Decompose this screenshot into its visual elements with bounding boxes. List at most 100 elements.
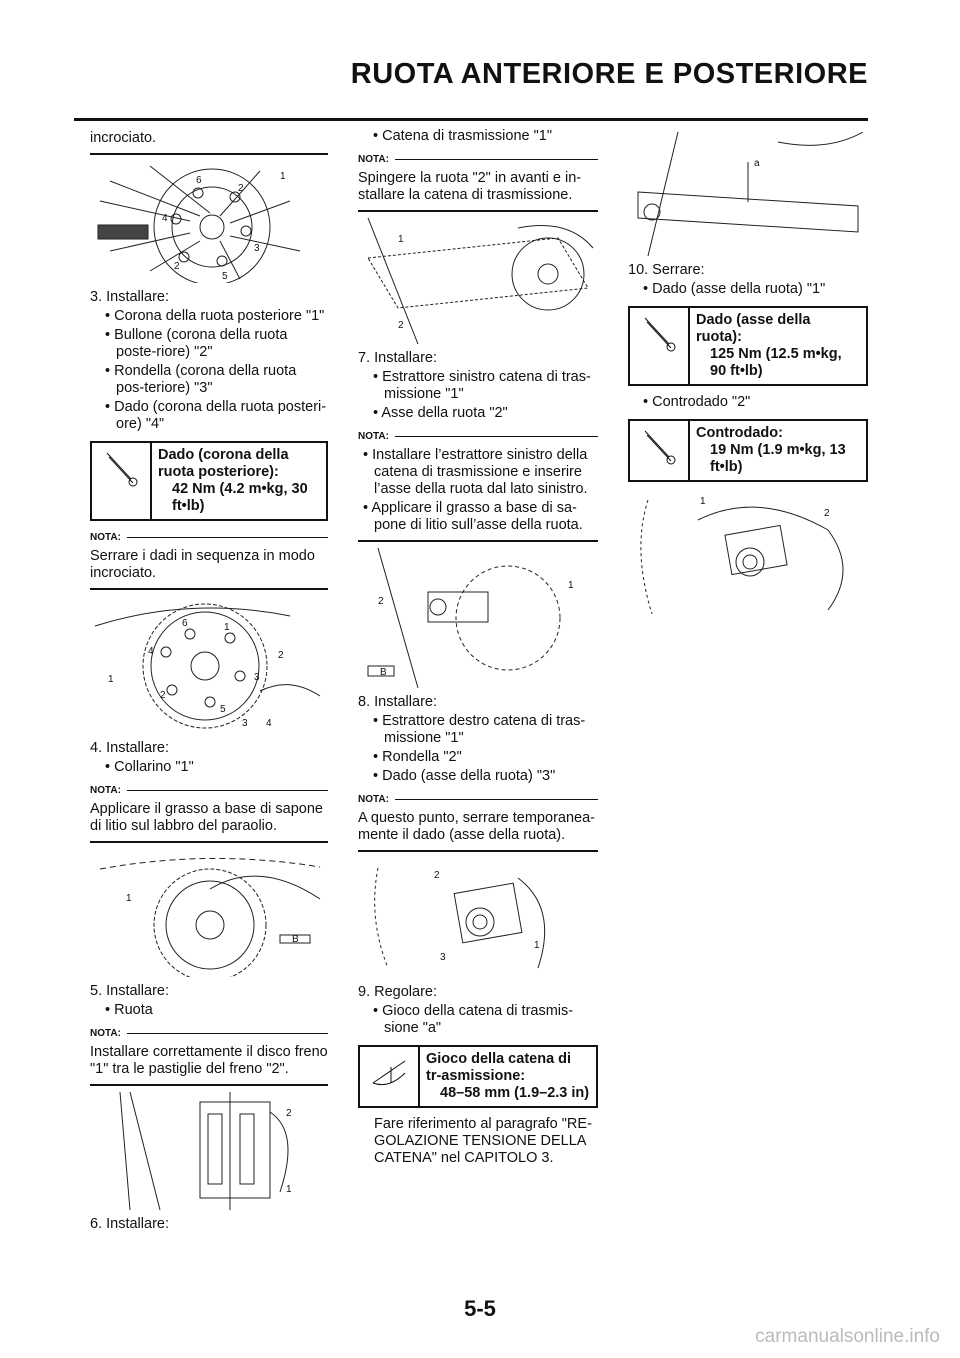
callout-1: 1	[224, 622, 230, 633]
callout-6: 6	[196, 175, 202, 186]
callout-4b: 4	[266, 718, 272, 729]
torque-spec-box: Dado (corona della ruota posteriore): 42…	[90, 441, 328, 521]
nota-label: NOTA:	[90, 532, 121, 543]
callout-3: 3	[440, 952, 446, 963]
nota-label: NOTA:	[90, 785, 121, 796]
spec-value: 48–58 mm (1.9–2.3 in)	[440, 1085, 590, 1101]
step-7-item-2: Asse della ruota "2"	[368, 405, 598, 422]
callout-b: B	[292, 934, 299, 945]
callout-b: B	[380, 667, 387, 678]
step-9-title: 9. Regolare:	[358, 984, 437, 1000]
callout-2: 2	[378, 596, 384, 607]
reference-text: Fare riferimento al paragrafo "RE-GOLAZI…	[374, 1116, 592, 1166]
title-rule	[74, 118, 868, 121]
nota-text: Serrare i dadi in sequenza in modo incro…	[90, 548, 315, 581]
step-3-item-1: Corona della ruota posteriore "1"	[100, 308, 328, 325]
callout-4: 4	[162, 213, 168, 224]
torque-label: Dado (corona della ruota posteriore):	[158, 447, 289, 480]
callout-4: 4	[148, 646, 154, 657]
step-4-title: 4. Installare:	[90, 740, 169, 756]
step-6-item-1: Catena di trasmissione "1"	[368, 128, 598, 145]
step-10-item-1: Dado (asse della ruota) "1"	[638, 281, 868, 298]
step-10-title: 10. Serrare:	[628, 262, 705, 278]
nota-text: Spingere la ruota "2" in avanti e in-sta…	[358, 170, 582, 203]
callout-3b: 3	[242, 718, 248, 729]
nota-text: A questo punto, serrare temporanea-mente…	[358, 810, 595, 843]
callout-5: 5	[220, 704, 226, 715]
callout-a: a	[754, 158, 760, 169]
column-1: incrociato. 6 2 1 4 3 2 5	[90, 126, 328, 1235]
step-3-item-3: Rondella (corona della ruota pos-teriore…	[100, 363, 328, 397]
torque-wrench-icon	[92, 443, 152, 519]
callout-3: 3	[254, 243, 260, 254]
step-4-item-1: Collarino "1"	[100, 759, 328, 776]
torque-value: 42 Nm (4.2 m•kg, 30 ft•lb)	[172, 481, 308, 514]
callout-1: 1	[700, 496, 706, 507]
figure-axle-right: 2 3 1	[358, 858, 598, 978]
torque-label: Dado (asse della ruota):	[696, 312, 811, 345]
step-3-item-4: Dado (corona della ruota posteri-ore) "4…	[100, 399, 328, 433]
figure-chain-slack: a	[628, 132, 868, 256]
nota-label: NOTA:	[358, 431, 389, 442]
watermark: carmanualsonline.info	[755, 1326, 940, 1347]
callout-1: 1	[398, 234, 404, 245]
chain-slack-icon	[360, 1047, 420, 1106]
callout-1: 1	[280, 171, 286, 182]
torque-label: Controdado:	[696, 425, 783, 441]
step-7-title: 7. Installare:	[358, 350, 437, 366]
step-5-title: 5. Installare:	[90, 983, 169, 999]
callout-1: 1	[534, 940, 540, 951]
callout-2: 2	[824, 508, 830, 519]
figure-axle-left: 2 1 B	[358, 548, 598, 688]
step-7-item-1: Estrattore sinistro catena di tras-missi…	[368, 369, 598, 403]
torque-value: 125 Nm (12.5 m•kg, 90 ft•lb)	[710, 346, 842, 379]
callout-1b: 1	[108, 674, 114, 685]
spec-label: Gioco della catena di tr-asmissione:	[426, 1051, 572, 1084]
step-10-item-2: Controdado "2"	[638, 394, 868, 411]
torque-wrench-icon	[630, 308, 690, 384]
column-3: a 10. Serrare: Dado (asse della ruota) "…	[628, 126, 868, 626]
step-6-title: 6. Installare:	[90, 1216, 169, 1232]
torque-spec-box: Controdado: 19 Nm (1.9 m•kg, 13 ft•lb)	[628, 419, 868, 482]
divider	[90, 153, 328, 155]
nota-label: NOTA:	[358, 794, 389, 805]
figure-brake-caliper: 2 1	[90, 1092, 328, 1210]
nota-label: NOTA:	[358, 154, 389, 165]
torque-wrench-icon	[630, 421, 690, 480]
callout-1: 1	[126, 893, 132, 904]
step-8-item-3: Dado (asse della ruota) "3"	[368, 768, 598, 785]
callout-2: 2	[238, 183, 244, 194]
nota-text: Applicare il grasso a base di sapone di …	[90, 801, 323, 834]
callout-2b: 2	[160, 690, 166, 701]
torque-value: 19 Nm (1.9 m•kg, 13 ft•lb)	[710, 442, 846, 475]
step-8-item-1: Estrattore destro catena di tras-mission…	[368, 713, 598, 747]
page-number: 5-5	[464, 1296, 496, 1321]
callout-2: 2	[286, 1108, 292, 1119]
callout-2: 2	[434, 870, 440, 881]
figure-brake-disc: 6 2 1 4 3 2 5	[90, 161, 328, 283]
intro-text: incrociato.	[90, 130, 157, 146]
figure-collar: 1 B	[90, 849, 328, 977]
callout-6: 6	[182, 618, 188, 629]
page-title: RUOTA ANTERIORE E POSTERIORE	[350, 58, 868, 90]
callout-2: 2	[278, 650, 284, 661]
torque-spec-box: Dado (asse della ruota): 125 Nm (12.5 m•…	[628, 306, 868, 386]
step-8-title: 8. Installare:	[358, 694, 437, 710]
callout-1: 1	[286, 1184, 292, 1195]
callout-3: 3	[254, 672, 260, 683]
figure-axle-nut: 1 2	[628, 490, 868, 620]
figure-chain: 1 2	[358, 218, 598, 344]
nota-label: NOTA:	[90, 1028, 121, 1039]
nota-item-1: Installare l’estrattore sinistro della c…	[358, 447, 598, 498]
callout-5: 5	[222, 271, 228, 282]
nota-item-2: Applicare il grasso a base di sa-pone di…	[358, 500, 598, 534]
step-8-item-2: Rondella "2"	[368, 749, 598, 766]
callout-1: 1	[568, 580, 574, 591]
step-3-item-2: Bullone (corona della ruota poste-riore)…	[100, 327, 328, 361]
step-3-title: 3. Installare:	[90, 289, 169, 305]
callout-2: 2	[398, 320, 404, 331]
spec-box: Gioco della catena di tr-asmissione: 48–…	[358, 1045, 598, 1108]
step-9-item-1: Gioco della catena di trasmis-sione "a"	[368, 1003, 598, 1037]
column-2: Catena di trasmissione "1" NOTA: Spinger…	[358, 126, 598, 1169]
figure-sprocket: 6 1 4 2 1 2 3 5 3 4	[90, 596, 328, 734]
